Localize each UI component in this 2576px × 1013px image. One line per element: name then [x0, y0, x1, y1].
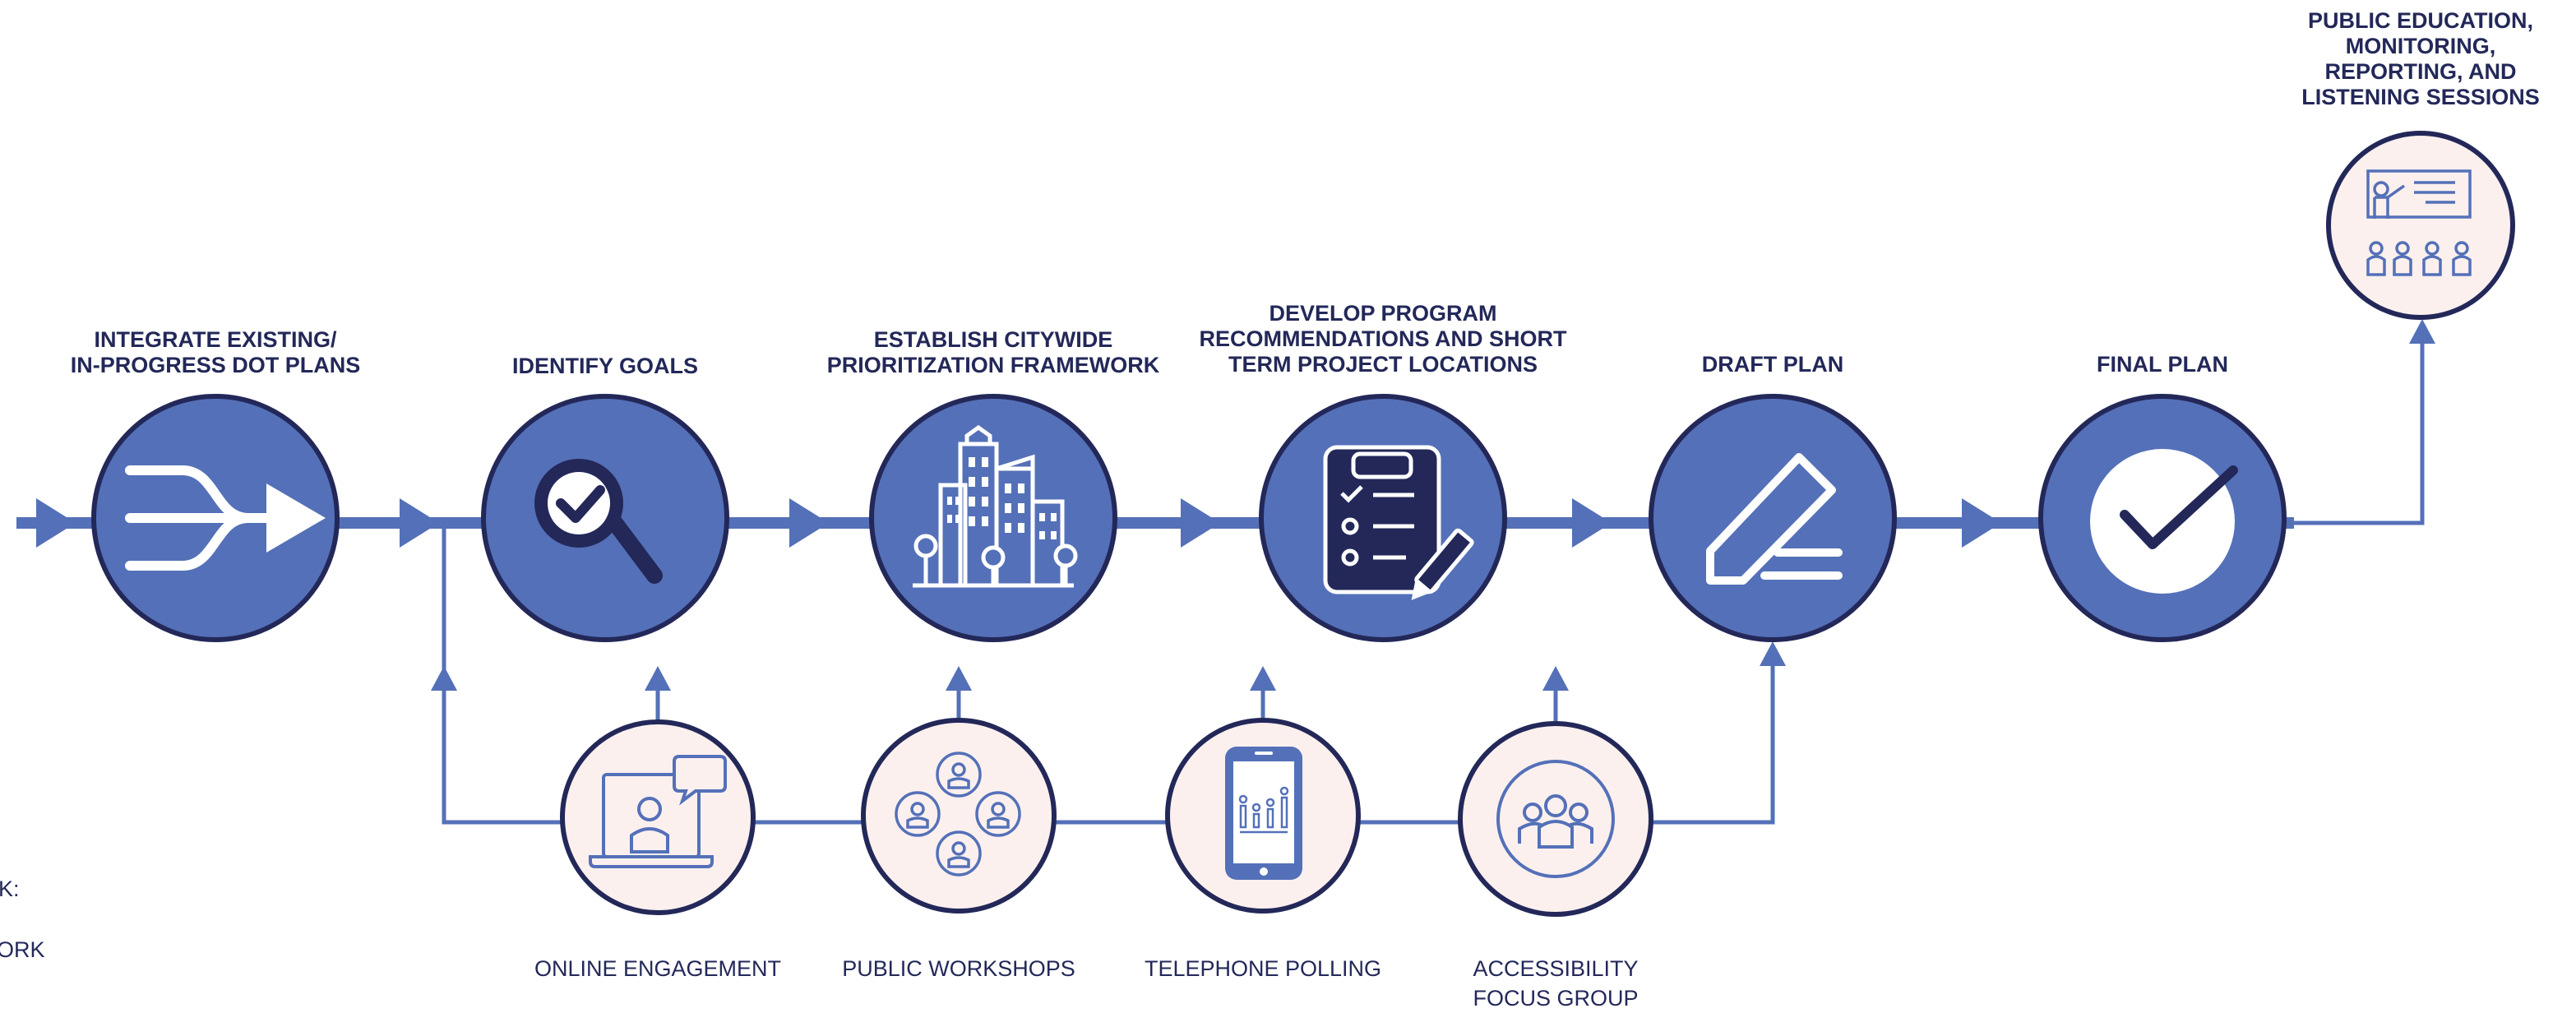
arrow-right-icon — [1181, 498, 1220, 548]
stage-6-node — [2038, 394, 2287, 642]
city-buildings-icon — [913, 424, 1078, 588]
phone-poll-icon — [1225, 747, 1302, 880]
arrow-up-icon — [2409, 319, 2435, 344]
group-people-icon — [1496, 760, 1615, 878]
arrow-right-icon — [1572, 498, 1612, 548]
engagement-2-label: PUBLIC WORKSHOPS — [842, 956, 1075, 981]
magnifier-check-icon — [534, 459, 663, 584]
merge-arrow-icon — [125, 465, 326, 571]
engagement-1-node — [560, 719, 756, 915]
engagement-3-node — [1165, 718, 1361, 914]
arrow-up-icon — [946, 666, 972, 691]
engagement-4-label: ACCESSIBILITY FOCUS GROUP — [1473, 956, 1639, 1011]
pencil-edit-icon — [1706, 453, 1843, 585]
checkmark-icon — [2090, 449, 2238, 594]
arrow-up-icon — [1250, 666, 1276, 691]
arrow-right-icon — [789, 498, 829, 548]
engagement-3-label: TELEPHONE POLLING — [1144, 956, 1382, 981]
arrow-up-icon — [1542, 666, 1569, 691]
stage-3-node — [869, 394, 1117, 642]
final-step-node — [2326, 131, 2515, 320]
stage-4-label: DEVELOP PROGRAM RECOMMENDATIONS AND SHOR… — [1199, 301, 1567, 377]
engagement-1-label: ONLINE ENGAGEMENT — [534, 956, 782, 981]
engagement-2-node — [861, 718, 1057, 914]
cut-off-legend-line-2: ORK — [0, 937, 45, 962]
stage-1-label: INTEGRATE EXISTING/ IN-PROGRESS DOT PLAN… — [70, 327, 361, 377]
laptop-chat-icon — [589, 755, 727, 868]
main-arrowheads — [36, 498, 2001, 548]
engagement-4-node — [1458, 721, 1653, 917]
clipboard-checklist-icon — [1323, 445, 1474, 600]
final-connector — [2286, 339, 2425, 525]
stage-5-label: DRAFT PLAN — [1701, 352, 1844, 377]
people-network-icon — [895, 752, 1021, 877]
stage-3-label: ESTABLISH CITYWIDE PRIORITIZATION FRAMEW… — [826, 327, 1160, 377]
arrow-up-icon — [645, 666, 671, 691]
cut-off-legend-line-1: K: — [0, 877, 20, 901]
arrow-right-icon — [36, 498, 76, 548]
stage-4-node — [1259, 394, 1507, 642]
stage-1-node — [91, 394, 340, 642]
arrow-right-icon — [400, 498, 439, 548]
presentation-audience-icon — [2366, 169, 2472, 276]
arrow-up-icon — [1760, 641, 1786, 666]
arrow-right-icon — [1962, 498, 2001, 548]
stage-2-node — [481, 394, 729, 642]
stage-2-label: IDENTIFY GOALS — [511, 354, 699, 378]
final-step-label: PUBLIC EDUCATION, MONITORING, REPORTING,… — [2301, 8, 2540, 109]
arrow-up-icon — [431, 666, 457, 691]
stage-5-node — [1649, 394, 1897, 642]
stage-6-label: FINAL PLAN — [2097, 352, 2228, 377]
up-arrowheads — [431, 319, 2435, 691]
